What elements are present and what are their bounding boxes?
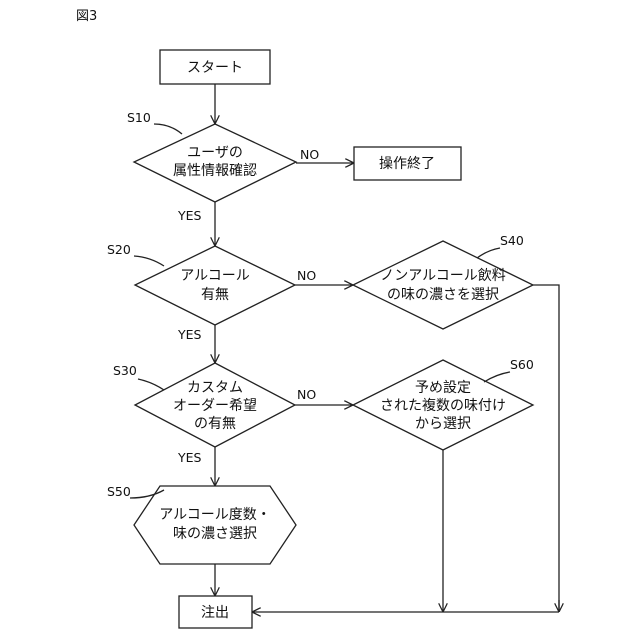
- s20-label-line1: アルコール: [180, 268, 250, 284]
- pour-label: 注出: [201, 605, 229, 621]
- s20-decision: [135, 246, 295, 325]
- s30-label-line3: の有無: [194, 416, 236, 432]
- edge-label-s20-yes: YES: [177, 327, 202, 342]
- s60-label-line3: から選択: [415, 416, 471, 432]
- start-label: スタート: [187, 60, 243, 76]
- s10-label-line1: ユーザの: [187, 145, 243, 161]
- s40-label-line2: の味の濃さを選択: [387, 287, 499, 303]
- s40-decision: [353, 241, 533, 329]
- s20-label-line2: 有無: [201, 287, 229, 303]
- edge-label-s30-yes: YES: [177, 450, 202, 465]
- s50-label-line2: 味の濃さ選択: [173, 526, 257, 542]
- s40-label-line1: ノンアルコール飲料: [380, 268, 506, 284]
- s30-label-line2: オーダー希望: [173, 398, 257, 414]
- figure-label: 図3: [76, 9, 97, 24]
- edge-label-s30-no: NO: [297, 387, 316, 402]
- s20-leader: [134, 256, 164, 266]
- s50-label-line1: アルコール度数・: [159, 507, 271, 523]
- edge-label-s10-no: NO: [300, 147, 319, 162]
- s30-label-line1: カスタム: [187, 380, 243, 396]
- s40-leader: [477, 248, 500, 258]
- s10-label-line2: 属性情報確認: [173, 163, 257, 179]
- edge-label-s20-no: NO: [297, 268, 316, 283]
- edge-label-s10-yes: YES: [177, 208, 202, 223]
- end-operation-label: 操作終了: [379, 156, 435, 172]
- s30-step-tag: S30: [113, 363, 137, 378]
- s50-step-tag: S50: [107, 484, 131, 499]
- s60-label-line2: された複数の味付け: [380, 397, 506, 414]
- s20-step-tag: S20: [107, 242, 131, 257]
- s50-process: [134, 486, 296, 564]
- line-s40-right: [533, 285, 559, 612]
- s30-leader: [138, 379, 164, 390]
- s10-step-tag: S10: [127, 110, 151, 125]
- s10-leader: [154, 124, 182, 134]
- s60-label-line1: 予め設定: [415, 380, 471, 396]
- s40-step-tag: S40: [500, 233, 524, 248]
- s60-leader: [484, 372, 510, 382]
- s60-step-tag: S60: [510, 357, 534, 372]
